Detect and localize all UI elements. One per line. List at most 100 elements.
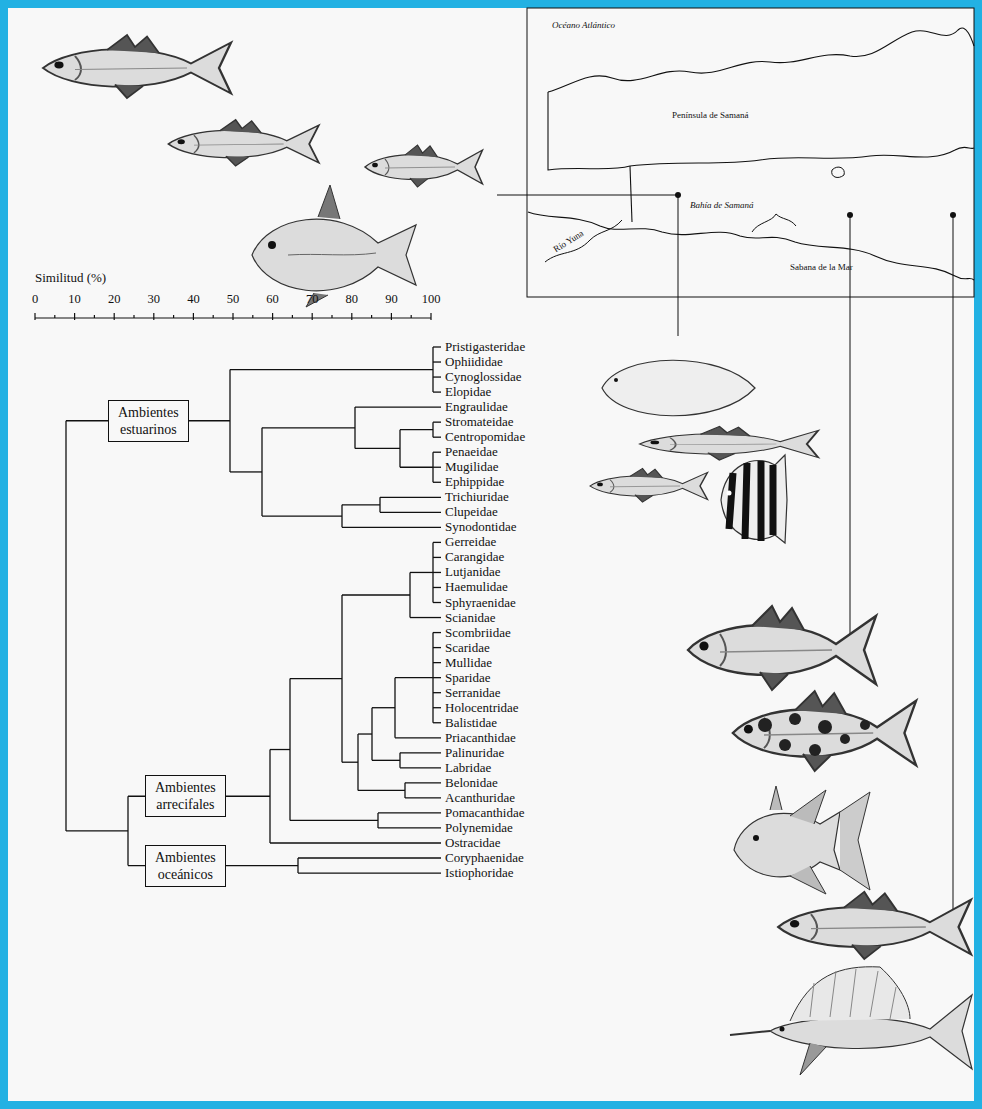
similarity-axis — [35, 313, 431, 320]
family-name: Elopidae — [445, 384, 491, 400]
dendrogram-branch — [372, 707, 395, 708]
group-label: Ambientes arrecifales — [155, 779, 216, 813]
fish-drawing — [43, 35, 483, 307]
dendrogram-branch — [270, 749, 290, 750]
family-name: Coryphaenidae — [445, 850, 524, 866]
map-label: Océano Atlántico — [552, 20, 615, 31]
dendrogram-branch — [262, 427, 355, 428]
dendrogram-branch — [378, 812, 441, 813]
dendrogram-branch — [270, 842, 441, 843]
dendrogram-branch — [433, 602, 441, 603]
family-name: Engraulidae — [445, 399, 508, 415]
map-label: Península de Samaná — [672, 110, 748, 121]
tick-label: 40 — [187, 291, 200, 307]
dendrogram-branch — [342, 504, 380, 505]
dendrogram-branch — [433, 467, 441, 468]
family-name: Istiophoridae — [445, 865, 514, 881]
dendrogram-branch — [433, 647, 441, 648]
dendrogram-branch — [433, 572, 441, 573]
group-label: Ambientes estuarinos — [118, 404, 179, 438]
dendrogram-branch — [355, 448, 400, 449]
family-name: Scombriidae — [445, 625, 511, 641]
dendrogram-branch — [433, 376, 441, 377]
map — [527, 8, 974, 297]
dendrogram-branch — [378, 827, 441, 828]
dendrogram-branch — [433, 482, 441, 483]
family-name: Pomacanthidae — [445, 805, 524, 821]
dendrogram-branch — [342, 527, 441, 528]
group-label: Ambientes oceánicos — [155, 849, 216, 883]
family-name: Pristigasteridae — [445, 339, 525, 355]
dendrogram-branch — [298, 857, 441, 858]
dendrogram-branch — [358, 790, 405, 791]
dendrogram-branch — [433, 437, 441, 438]
dendrogram-branch — [65, 421, 66, 831]
dendrogram-branch — [433, 707, 441, 708]
family-name: Ephippidae — [445, 474, 504, 490]
leader-line — [497, 195, 953, 912]
family-name: Serranidae — [445, 685, 501, 701]
family-name: Haemulidae — [445, 579, 508, 595]
dendrogram-branch — [262, 515, 342, 516]
family-name: Synodontidae — [445, 519, 517, 535]
family-name: Clupeidae — [445, 504, 498, 520]
tick-label: 60 — [266, 291, 279, 307]
map-label: Sabana de la Mar — [790, 262, 853, 273]
family-name: Trichiuridae — [445, 489, 509, 505]
dendrogram-branch — [230, 369, 433, 370]
dendrogram-branch — [433, 421, 441, 422]
family-name: Carangidae — [445, 549, 504, 565]
dendrogram-branch — [230, 471, 262, 472]
dendrogram-branch — [66, 830, 128, 831]
dendrogram-branch — [433, 542, 441, 543]
dendrogram-branch — [355, 406, 441, 407]
tick-label: 100 — [422, 291, 441, 307]
dendrogram-branch — [433, 722, 441, 723]
dendrogram-branch — [66, 347, 441, 873]
dendrogram-branch — [400, 767, 441, 768]
dendrogram-branch — [433, 692, 441, 693]
dendrogram-branch — [290, 678, 342, 679]
family-name: Penaeidae — [445, 444, 498, 460]
family-name: Mugilidae — [445, 459, 498, 475]
dendrogram-branch — [433, 662, 441, 663]
family-name: Labridae — [445, 760, 491, 776]
family-name: Mullidae — [445, 655, 492, 671]
dendrogram-branch — [410, 572, 433, 573]
family-name: Palinuridae — [445, 745, 504, 761]
family-name: Cynoglossidae — [445, 369, 522, 385]
dendrogram-branch — [433, 587, 441, 588]
tick-label: 80 — [346, 291, 359, 307]
dendrogram-branch — [400, 752, 441, 753]
dendrogram-branch — [405, 782, 441, 783]
tick-label: 70 — [306, 291, 319, 307]
family-name: Scianidae — [445, 610, 496, 626]
family-name: Balistidae — [445, 715, 497, 731]
dendrogram-branch — [395, 737, 441, 738]
tick-label: 10 — [68, 291, 81, 307]
family-name: Priacanthidae — [445, 730, 516, 746]
group-box: Ambientes estuarinos — [108, 400, 189, 442]
dendrogram-branch — [433, 632, 441, 633]
family-name: Ophiididae — [445, 354, 503, 370]
dendrogram-branch — [433, 391, 441, 392]
family-name: Scaridae — [445, 640, 490, 656]
map-label: Bahía de Samaná — [690, 200, 754, 211]
group-box: Ambientes arrecifales — [145, 775, 226, 817]
dendrogram-branch — [433, 677, 441, 678]
tick-label: 50 — [227, 291, 240, 307]
family-name: Ostracidae — [445, 835, 501, 851]
location-dot — [675, 192, 956, 218]
tick-label: 20 — [108, 291, 121, 307]
dendrogram-branch — [400, 467, 433, 468]
family-name: Gerreidae — [445, 534, 496, 550]
map-label: Río Yuna — [552, 228, 586, 255]
dendrogram-branch — [342, 762, 358, 763]
dendrogram-branch — [342, 594, 410, 595]
family-name: Acanthuridae — [445, 790, 515, 806]
dendrogram-branch — [433, 346, 441, 347]
dendrogram-branch — [405, 797, 441, 798]
group-box: Ambientes oceánicos — [145, 845, 226, 887]
dendrogram-branch — [433, 452, 441, 453]
dendrogram-branch — [372, 760, 400, 761]
